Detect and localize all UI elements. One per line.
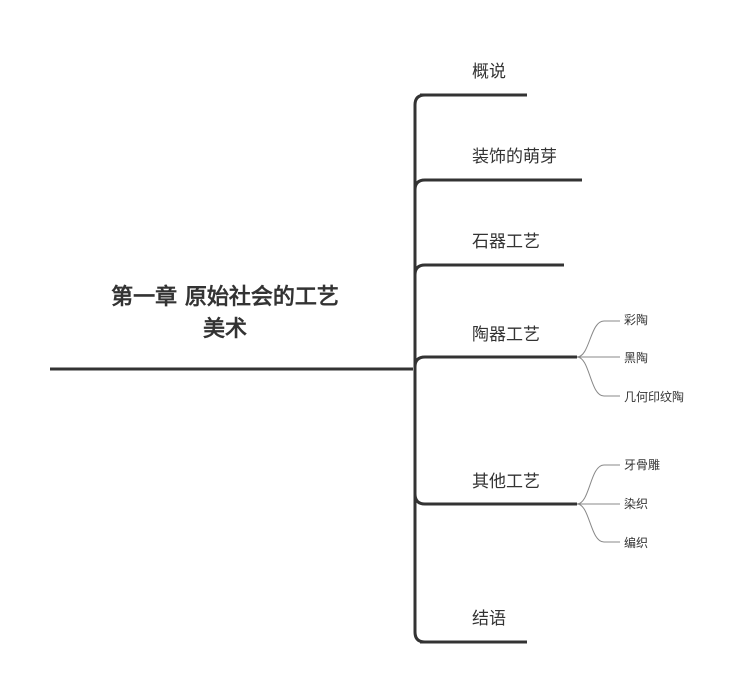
branch-connector-taoqi [413, 355, 577, 368]
branch-topic-gaishuo: 概说 [472, 62, 506, 82]
leaf-connector-yagudiao [576, 464, 620, 505]
leaf-topic-caitao: 彩陶 [624, 313, 649, 327]
root-topic: 第一章 原始社会的工艺 美术 [60, 282, 390, 346]
trunk-line [413, 93, 426, 644]
branch-topic-shiqi: 石器工艺 [472, 232, 540, 252]
branch-topic-jieyu: 结语 [472, 609, 506, 629]
leaf-topic-jihe-yinwentao: 几何印纹陶 [624, 390, 685, 404]
branch-connector-zhuangshi [413, 178, 582, 191]
leaf-topic-yagudiao: 牙骨雕 [624, 458, 661, 472]
branch-topic-zhuangshi: 装饰的萌芽 [472, 147, 557, 167]
branch-connector-shiqi [413, 263, 564, 276]
leaf-topic-heitao: 黑陶 [624, 351, 649, 365]
leaf-topic-bianzhi: 编织 [624, 536, 649, 550]
leaf-connector-bianzhi [576, 503, 620, 543]
root-title-line1: 第一章 原始社会的工艺 [111, 285, 339, 310]
leaf-connector-caitao [576, 320, 620, 358]
root-title-line2: 美术 [202, 317, 247, 342]
branch-topic-qita: 其他工艺 [472, 472, 540, 492]
branch-connector-qita [413, 493, 577, 506]
branch-topic-taoqi: 陶器工艺 [472, 325, 540, 345]
leaf-connector-jihe [576, 356, 620, 397]
leaf-topic-ranzhi: 染织 [624, 497, 649, 511]
